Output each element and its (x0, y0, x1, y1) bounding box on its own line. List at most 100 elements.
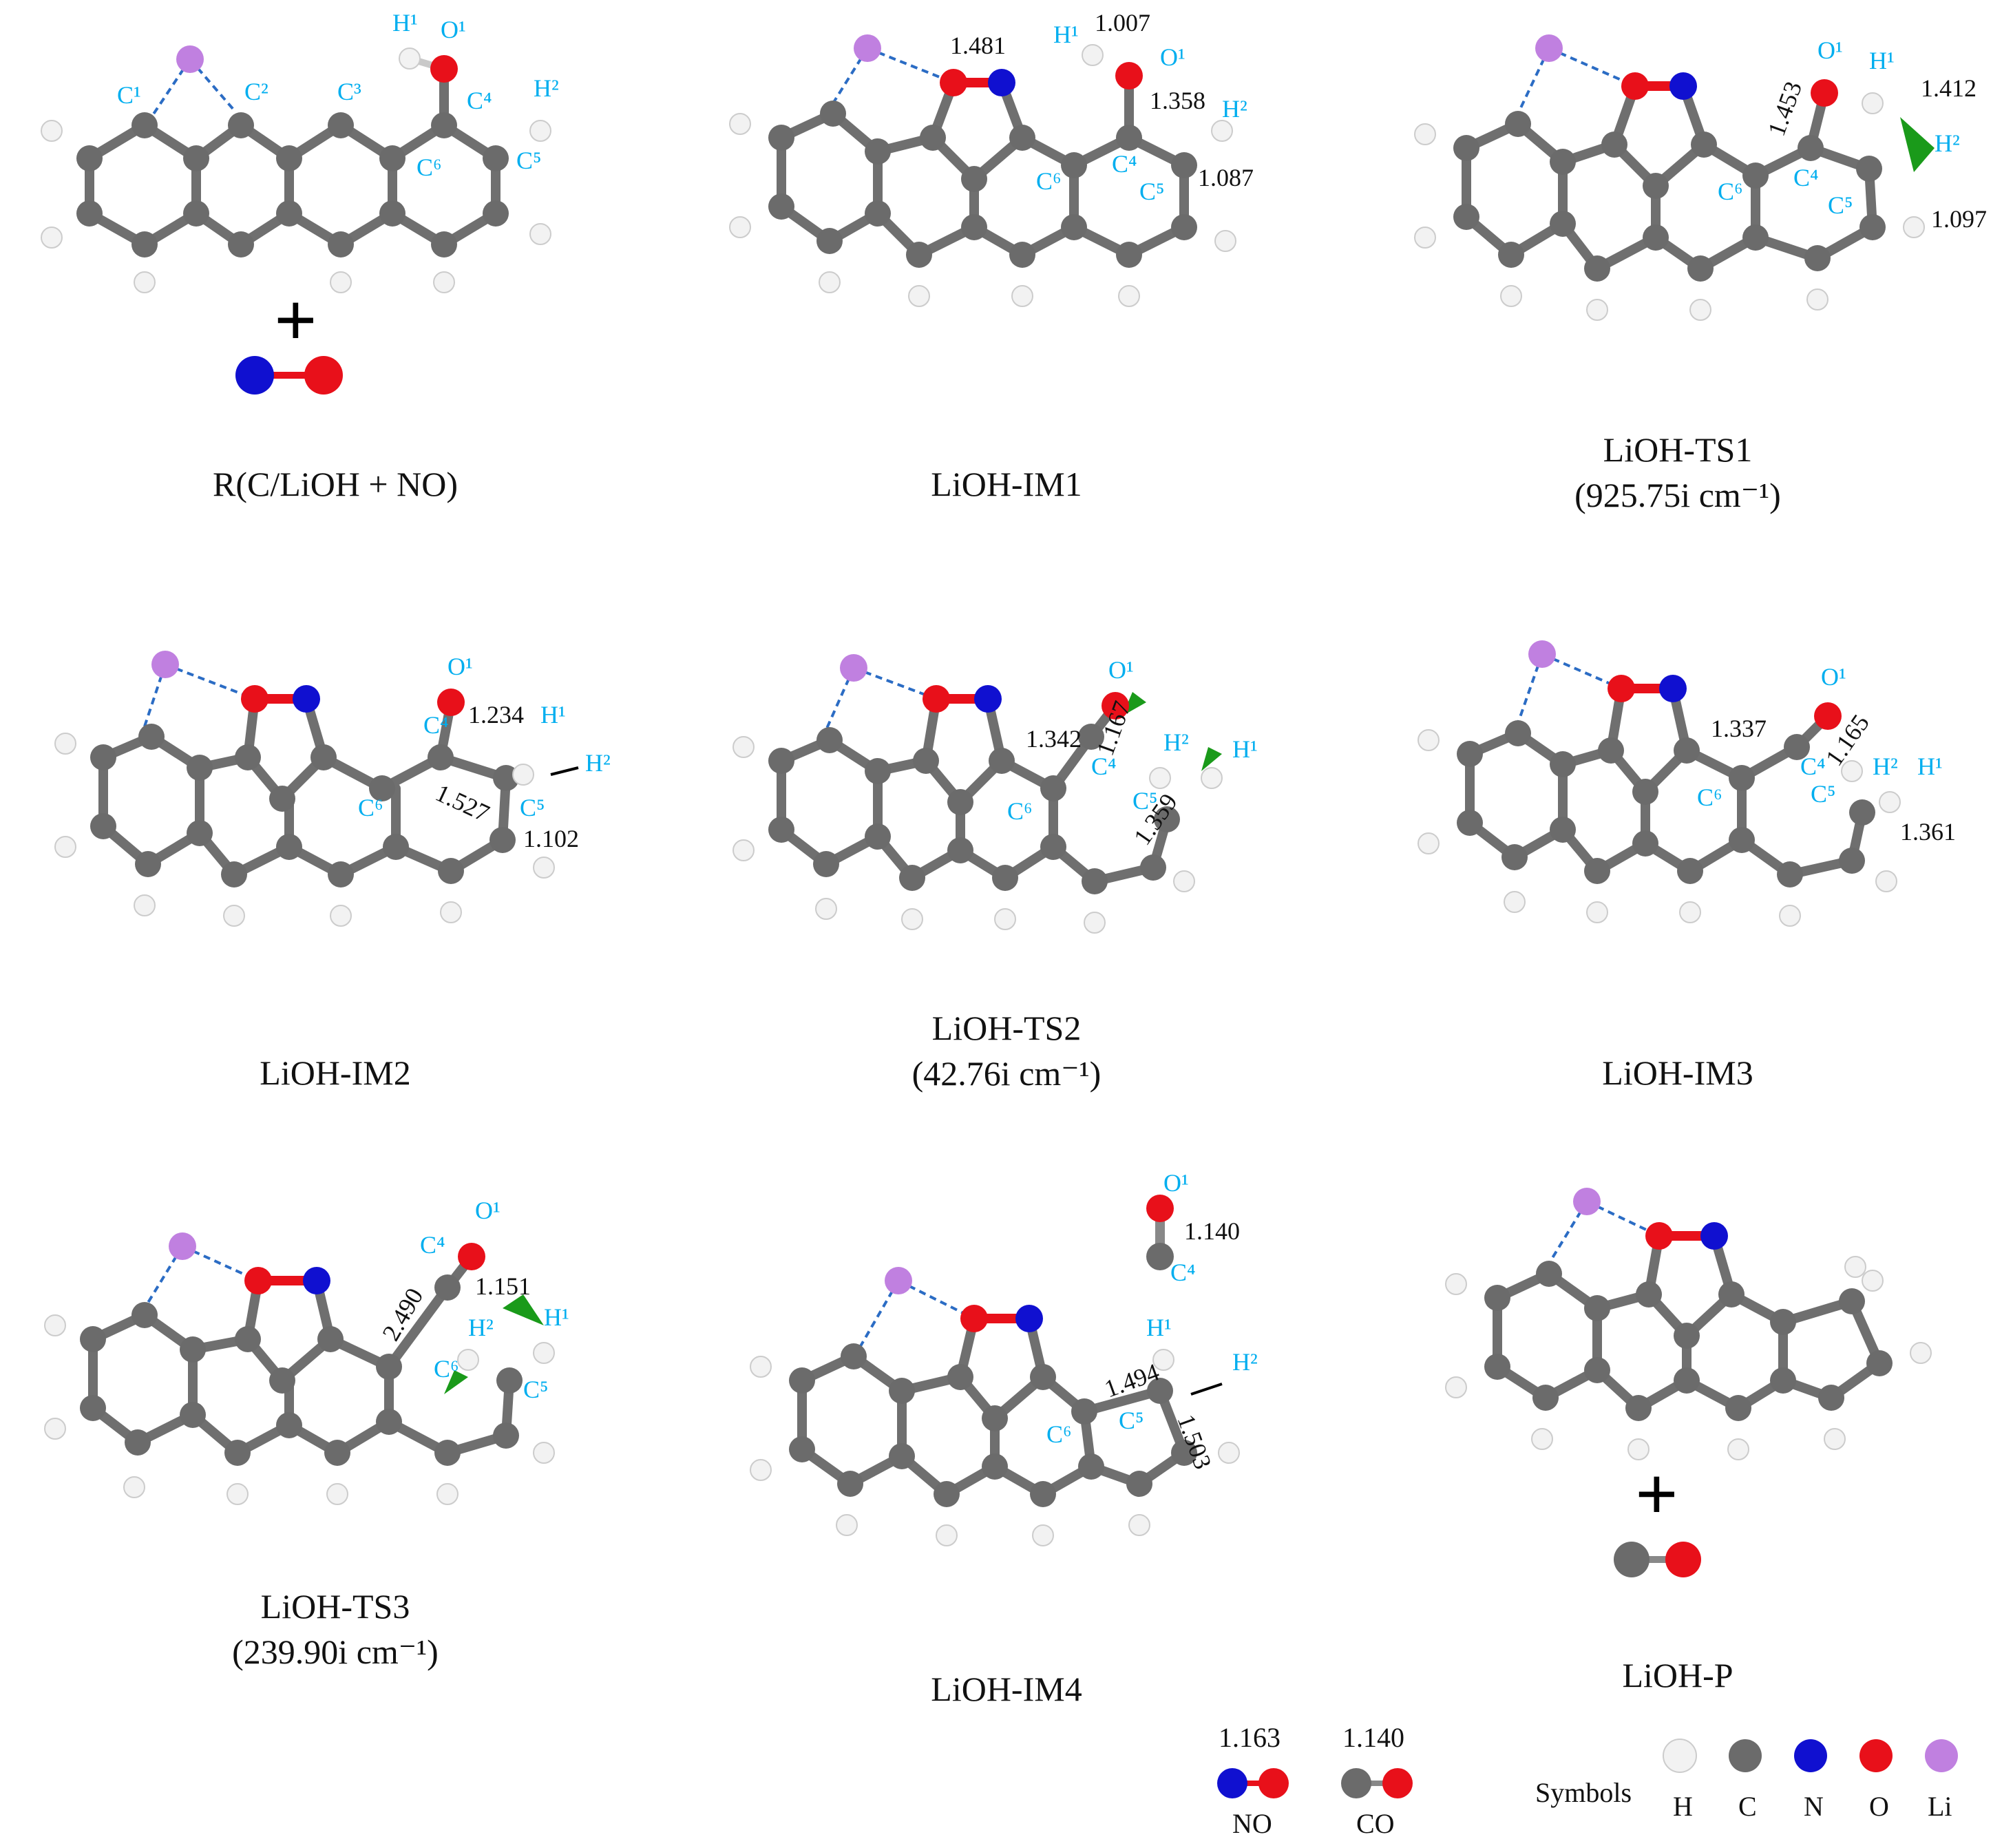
atom-label: C⁶ (417, 154, 442, 181)
panel-caption: LiOH-P (1622, 1656, 1733, 1694)
panel-caption: R(C/LiOH + NO) (213, 465, 458, 503)
panel-caption: LiOH-IM2 (260, 1053, 411, 1092)
symbol-label-c: C (1738, 1791, 1757, 1822)
atom-label: C⁵ (523, 1376, 549, 1403)
atom-label: C⁴ (467, 87, 492, 114)
symbols-title: Symbols (1535, 1777, 1632, 1808)
co-bond-length: 1.140 (1342, 1722, 1404, 1753)
panel-caption: LiOH-TS2 (42.76i cm⁻¹) (911, 1009, 1102, 1093)
atom-label: C⁴ (420, 1231, 445, 1259)
atom-label: O¹ (1821, 663, 1846, 691)
panel-ts1: 1.453 1.412 1.097 O¹ H¹ H² C⁶ C⁴ C⁵ LiOH… (1342, 0, 2013, 592)
atom-label: H¹ (1917, 753, 1943, 780)
atom-label: H¹ (540, 701, 566, 728)
atom-label: C⁶ (1718, 178, 1743, 205)
vibration-arrow (1201, 747, 1222, 771)
pointer-arrow (550, 766, 579, 776)
bond-length: 1.151 (475, 1272, 531, 1300)
reference-molecules: 1.163 1.140 NO CO (1205, 1721, 1453, 1845)
atom-label: O¹ (1108, 656, 1134, 684)
atom-label: H² (1935, 129, 1960, 157)
atom-label: H¹ (392, 9, 418, 36)
molecule-im2: 1.234 1.527 1.102 O¹ C⁴ H¹ H² C⁶ C⁵ (54, 651, 611, 927)
bond-length: 1.097 (1931, 205, 1987, 233)
co-label: CO (1356, 1808, 1395, 1839)
symbol-label-li: Li (1928, 1791, 1952, 1822)
atom-label: C⁵ (516, 147, 542, 174)
vibration-arrow (1900, 117, 1935, 172)
bond-length: 1.087 (1198, 164, 1254, 191)
molecule-product (1445, 1188, 1932, 1577)
atom-label: C⁵ (1132, 787, 1158, 815)
atom-label: H¹ (1869, 47, 1895, 74)
atom-label: C⁵ (520, 794, 545, 821)
atom-label: C⁴ (1091, 753, 1117, 780)
bond-length: 1.361 (1900, 818, 1956, 846)
atom-label: C⁵ (1139, 178, 1165, 205)
panel-caption: LiOH-IM4 (931, 1670, 1082, 1708)
atom-label: H² (1232, 1348, 1258, 1376)
panel-caption: LiOH-TS3 (239.90i cm⁻¹) (232, 1587, 439, 1671)
atom-label: O¹ (475, 1197, 500, 1224)
atom-label: H² (534, 74, 559, 102)
atom-label: O¹ (1817, 36, 1843, 64)
bond-length: 1.342 (1026, 725, 1082, 753)
atom-label: C³ (337, 78, 361, 105)
panel-caption: LiOH-IM3 (1602, 1053, 1753, 1092)
symbol-label-o: O (1869, 1791, 1889, 1822)
no-bond-length: 1.163 (1219, 1722, 1280, 1753)
pointer-arrow (1190, 1383, 1223, 1396)
atom-label: C⁴ (1793, 164, 1819, 191)
bond-length: 1.358 (1150, 87, 1205, 114)
bond-length: 1.412 (1921, 74, 1977, 102)
panel-caption: LiOH-IM1 (931, 465, 1082, 503)
panel-ts2: 1.342 1.167 1.359 O¹ C⁴ H² H¹ C⁶ C⁵ LiOH… (671, 620, 1342, 1212)
atom-label: C⁶ (1046, 1420, 1072, 1448)
atom-label: C⁴ (423, 711, 449, 739)
atom-label: C² (244, 78, 268, 105)
atom-label: H¹ (1146, 1314, 1172, 1341)
hydrogen-swatch (1663, 1739, 1697, 1773)
plus-sign: + (274, 278, 317, 362)
panel-im2: 1.234 1.527 1.102 O¹ C⁴ H¹ H² C⁶ C⁵ LiOH… (0, 620, 671, 1212)
panel-im1: 1.481 1.007 1.358 1.087 H¹ O¹ H² C⁶ C⁴ C… (671, 0, 1342, 592)
symbol-swatches (1663, 1739, 1958, 1773)
nitrogen-swatch (1794, 1739, 1827, 1772)
atom-label: O¹ (441, 16, 466, 43)
atom-label: H² (1873, 753, 1898, 780)
atom-label: C⁶ (434, 1355, 459, 1383)
panel-im4: 1.140 1.494 1.503 O¹ C⁴ H¹ H² C⁶ C⁵ LiOH… (671, 1170, 1342, 1763)
atom-label: O¹ (1160, 43, 1185, 71)
molecule-ts3: 2.490 1.151 C⁴ O¹ H² H¹ C⁶ C⁵ (44, 1197, 569, 1505)
panel-caption: LiOH-TS1 (925.75i cm⁻¹) (1574, 430, 1781, 514)
molecule-ts2: 1.342 1.167 1.359 O¹ C⁴ H² H¹ C⁶ C⁵ (733, 654, 1258, 934)
panel-product: + LiOH-P (1342, 1170, 2013, 1763)
atom-label: C⁵ (1811, 780, 1836, 808)
reference-molecule-icons (1217, 1768, 1413, 1798)
lithium-swatch (1925, 1739, 1958, 1772)
atom-label: C⁴ (1800, 753, 1826, 780)
atom-label: C⁴ (1112, 150, 1137, 178)
panel-reactant: C¹ C² C³ H¹ O¹ C⁴ H² C⁵ C⁶ + R(C/LiOH + … (0, 0, 671, 592)
bond-length: 2.490 (377, 1283, 428, 1345)
panel-im3: 1.337 1.165 1.361 O¹ C⁴ H² H¹ C⁶ C⁵ LiOH… (1342, 620, 2013, 1212)
atom-label: C⁵ (1828, 191, 1853, 219)
bond-length: 1.481 (950, 32, 1006, 59)
atom-label: C¹ (117, 81, 141, 109)
atom-label: H² (1222, 95, 1247, 123)
atom-label: C⁶ (1036, 167, 1062, 195)
atom-label: O¹ (1163, 1170, 1189, 1197)
bond-length: 1.527 (432, 779, 494, 827)
molecule-im4: 1.140 1.494 1.503 O¹ C⁴ H¹ H² C⁶ C⁵ (750, 1170, 1258, 1546)
molecule-im1: 1.481 1.007 1.358 1.087 H¹ O¹ H² C⁶ C⁴ C… (729, 9, 1254, 307)
bond-length: 1.140 (1184, 1217, 1240, 1245)
atom-label: H² (1163, 728, 1189, 756)
bond-length: 1.007 (1095, 9, 1150, 36)
carbon-swatch (1729, 1739, 1762, 1772)
symbol-label-h: H (1673, 1791, 1693, 1822)
atom-label: C⁶ (1007, 797, 1033, 825)
atom-label: C⁶ (358, 794, 383, 821)
atom-label: O¹ (447, 653, 473, 680)
atom-label: C⁶ (1697, 784, 1722, 811)
oxygen-swatch (1859, 1739, 1893, 1772)
